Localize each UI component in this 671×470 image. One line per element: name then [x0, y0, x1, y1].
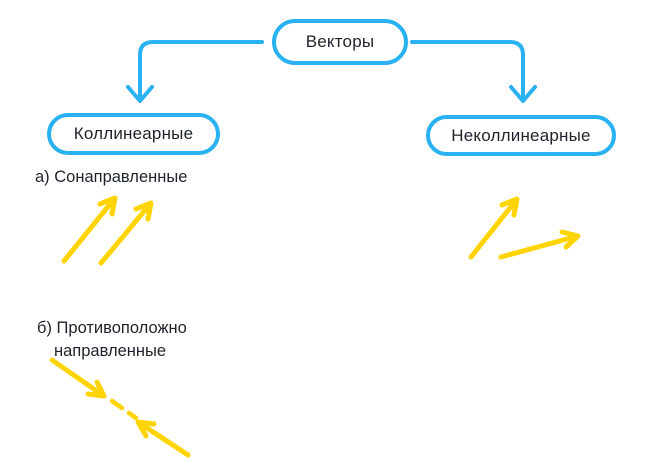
- co-directed-arrow-2: [98, 200, 154, 266]
- opposite-arrow-up-left: [135, 419, 191, 458]
- right-branch-connector: [410, 40, 537, 103]
- node-collinear: Коллинеарные: [47, 113, 220, 155]
- collinearity-dashed-segment: [109, 398, 139, 421]
- left-arrowhead-icon: [126, 85, 154, 103]
- node-noncollinear: Неколлинеарные: [426, 115, 616, 156]
- non-collinear-arrow-steep: [468, 196, 520, 260]
- right-arrowhead-icon: [509, 85, 537, 103]
- node-collinear-label: Коллинеарные: [73, 124, 194, 143]
- left-elbow-line: [138, 40, 264, 99]
- right-elbow-line: [410, 40, 525, 99]
- section-b-text-line1: б) Противоположно: [37, 319, 187, 337]
- section-a-codirected-label: а) Сонаправленные: [35, 166, 187, 189]
- opposite-directed-arrows-icon: [49, 357, 191, 458]
- node-noncollinear-label: Неколлинеарные: [451, 125, 591, 145]
- node-vectors-label: Векторы: [305, 32, 375, 51]
- node-vectors: Векторы: [272, 19, 408, 65]
- section-b-text-line2: направленные: [54, 342, 167, 360]
- left-branch-connector: [126, 40, 264, 103]
- co-directed-arrow-1: [61, 195, 118, 264]
- section-b-opposite-label: б) Противоположно направленные: [37, 317, 187, 363]
- section-a-text: а) Сонаправленные: [35, 168, 188, 186]
- opposite-arrow-down-right: [49, 357, 107, 399]
- non-collinear-arrows-icon: [468, 196, 581, 260]
- non-collinear-arrow-shallow: [498, 229, 581, 260]
- co-directed-arrows-icon: [61, 195, 154, 266]
